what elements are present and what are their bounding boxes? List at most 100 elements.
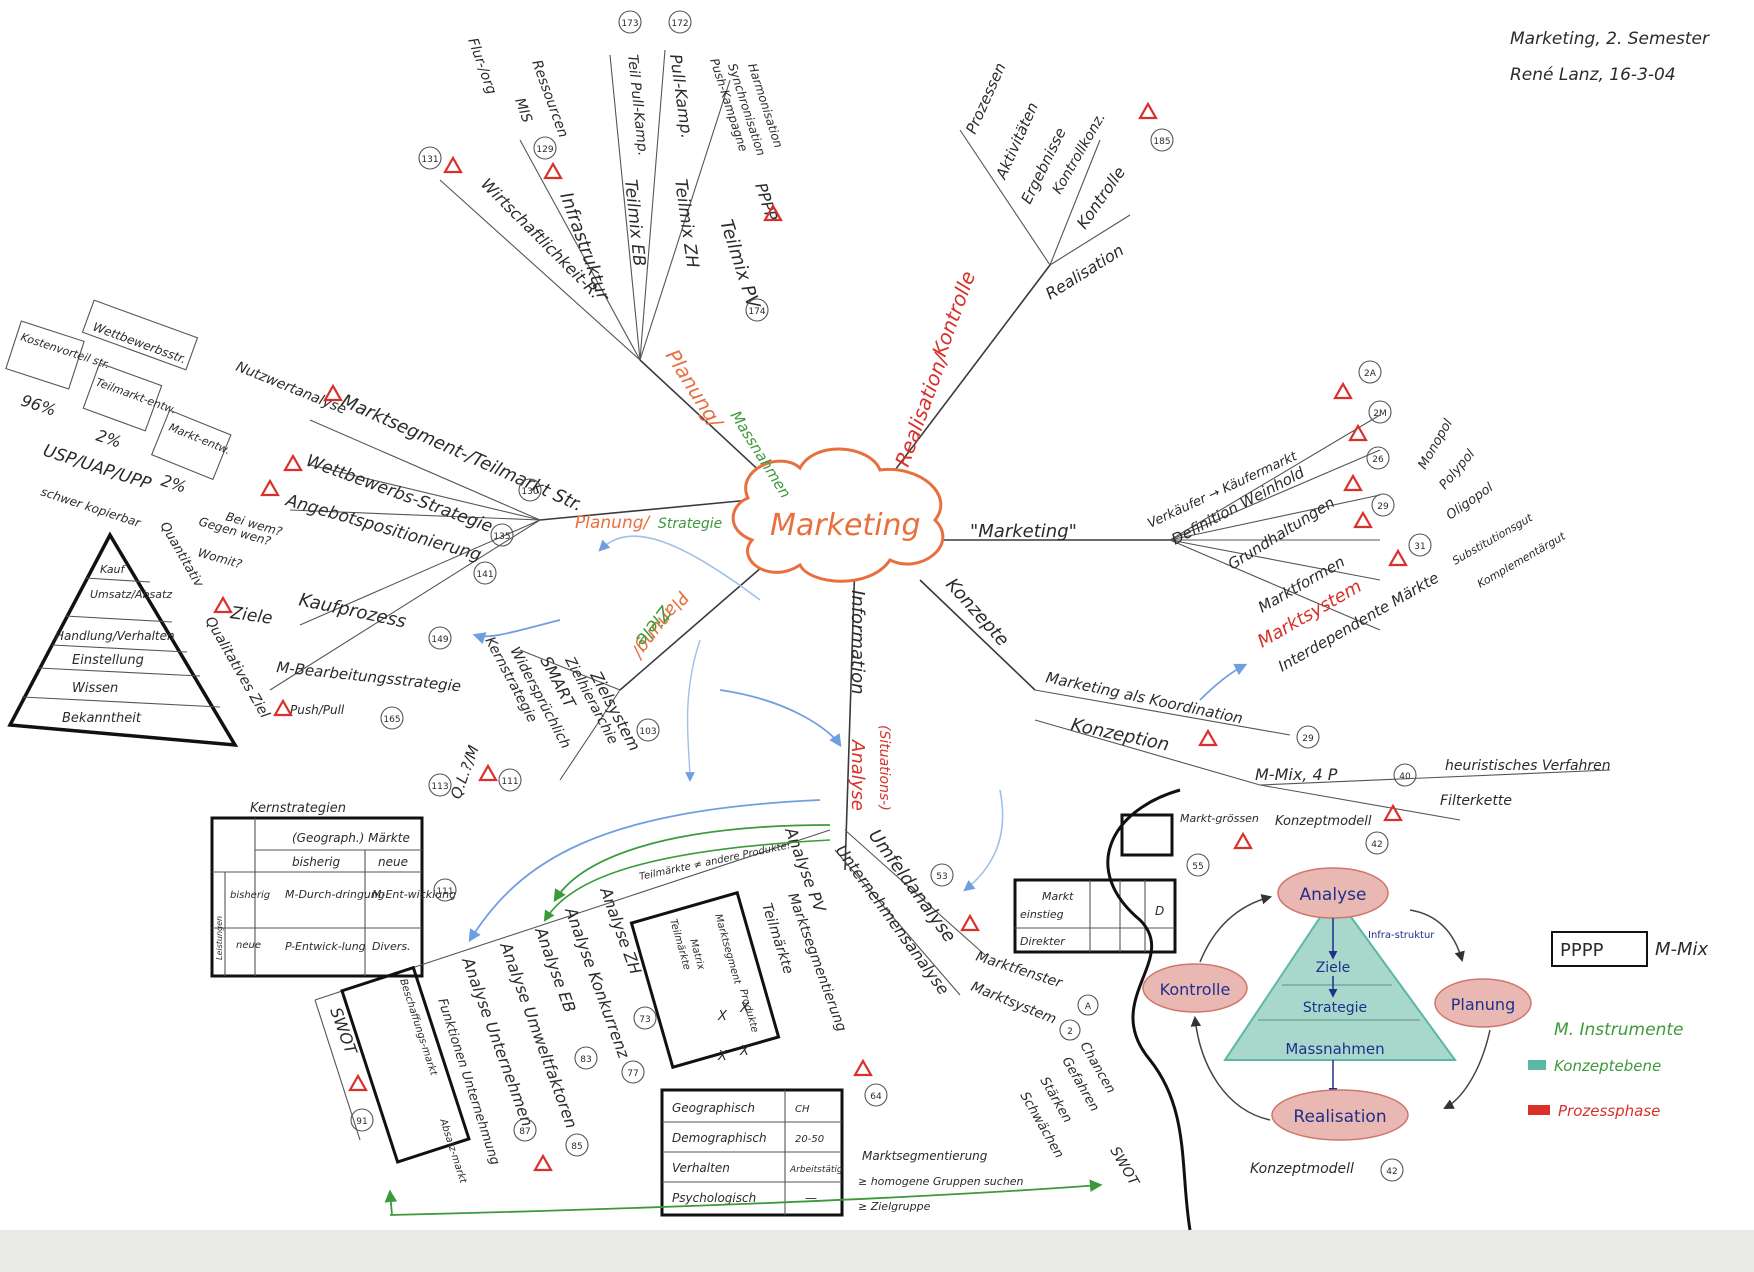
line-prozesse: [959, 129, 1051, 266]
legend-prozessphase: Prozessphase: [1558, 1102, 1660, 1120]
header-course: Marketing, 2. Semester: [1510, 29, 1710, 49]
line-teilmix-eb: [609, 54, 641, 361]
analyse-umweltfaktoren: Analyse Umweltfaktoren: [496, 939, 581, 1131]
legend-swatch-teal: [1528, 1060, 1546, 1070]
line-mbearbeitung: [269, 519, 541, 691]
funktionen-box: [340, 965, 471, 1164]
kernstrategien-row-label: Leistungen: [215, 916, 224, 960]
pct-2b: 2%: [159, 471, 189, 497]
ref-wi: 131: [421, 155, 438, 165]
realisation-node: [1271, 1089, 1409, 1141]
legend: PPPP M-Mix M. Instrumente Konzeptebene P…: [1528, 931, 1709, 1120]
ref-mm: 40: [1399, 772, 1411, 782]
kernstrategien-col-head: (Geograph.) Märkte: [292, 831, 410, 845]
marktgroessen-box: [1120, 813, 1174, 857]
mis: MIS: [511, 96, 535, 125]
direkter-label: Direkter: [1020, 935, 1066, 948]
pct-2a: 2%: [94, 426, 124, 452]
kernstrategien-box: [210, 816, 424, 978]
triangle-icon: [960, 913, 980, 932]
legend-konzeptebene: Konzeptebene: [1554, 1057, 1661, 1075]
qua-label: Q.L.?/M: [447, 743, 483, 802]
triangle-icon: [1233, 831, 1253, 850]
triangle-icon: [1138, 101, 1158, 120]
ref-eb: 83: [580, 1055, 591, 1065]
branch-line-kontrolle: [879, 264, 1051, 491]
ref-m: 29: [1377, 502, 1389, 512]
triangle-icon: [348, 1073, 368, 1092]
branch-label-konzepte: Konzepte: [941, 574, 1013, 650]
kernstrategien-c12: M-Ent-wicklung: [372, 888, 456, 901]
seg-r3-label: Verhalten: [672, 1161, 730, 1175]
ref-ms: 130: [521, 487, 538, 497]
marketing-group: "Marketing" Verkäufer → Käufermarkt Defi…: [970, 414, 1568, 675]
center-cloud: [731, 447, 945, 583]
ref-u: 53: [936, 872, 947, 882]
m-bearbeitungsstrategie: M-Bearbeitungsstrategie: [276, 658, 462, 695]
process-cycle: Analyse Ziele Strategie Massnahmen Infra…: [1142, 867, 1532, 1177]
ref-d: 2M: [1373, 409, 1387, 419]
kernstrategien-neue: neue: [378, 855, 408, 869]
scan-background: [0, 1230, 1754, 1272]
ref-ap: 141: [476, 570, 493, 580]
markt-einstieg-box: [1013, 878, 1177, 954]
pyramid-bekanntheit: Bekanntheit: [62, 711, 142, 726]
triangle-icon: [283, 453, 303, 472]
line-kernstrategie: [519, 649, 621, 691]
kernstrategien-r1: bisherig: [230, 890, 270, 901]
konzeptmodell-branch: Konzeptmodell: [1275, 814, 1372, 829]
line-realisation: [1049, 214, 1131, 266]
ref-qua: 111: [436, 887, 453, 897]
branch-label-realisation: Realisation/: [890, 349, 953, 470]
filterkette: Filterkette: [1440, 793, 1512, 809]
line-kaufprozess: [299, 519, 541, 626]
pct-96: 96%: [19, 391, 59, 420]
cycle-massnahmen: Massnahmen: [1285, 1040, 1384, 1058]
ref-mg: 55: [1192, 862, 1203, 872]
branch-label-marketing: "Marketing": [970, 521, 1077, 542]
angebotspositionierung: Angebotspositionierung: [283, 490, 484, 565]
push-pull: Push/Pull: [290, 703, 345, 717]
ref-au: 85: [571, 1142, 582, 1152]
line-wettbewerb: [309, 464, 541, 521]
teilmarkt-entw: Teilmarkt-entw.: [94, 376, 178, 417]
matrix-x3: X: [717, 1049, 728, 1064]
flur-org: Flur-/org: [464, 36, 499, 97]
ref-zs: 103: [639, 727, 656, 737]
realisation-label: Realisation: [1042, 240, 1127, 303]
legend-mmix: M-Mix: [1655, 939, 1709, 960]
line-angebot: [289, 509, 541, 521]
branch-label-situations: (Situations-): [876, 725, 892, 811]
ref-pp: 165: [383, 715, 400, 725]
line-wirtschaftlichkeit: [439, 179, 641, 361]
ref-ak: 77: [627, 1069, 638, 1079]
pull-kamp: Pull-Kamp.: [666, 53, 697, 140]
legend-swatch-red: [1528, 1105, 1550, 1115]
teilmix-pv: Teilmix PV: [715, 217, 764, 313]
konzepte-group: Konzepte Marketing als Koordination Konz…: [941, 574, 1610, 829]
d-label: D: [1155, 904, 1164, 918]
pyramid-kauf: Kauf: [100, 563, 127, 576]
triangle-icon: [543, 161, 563, 180]
seg-note2: ≥ homogene Gruppen suchen: [858, 1175, 1024, 1188]
swot-right: SWOT: [1107, 1144, 1143, 1190]
schwer-kopierbar: schwer kopierbar: [39, 485, 143, 531]
kontrolle-label: Kontrolle: [1073, 163, 1130, 232]
legend-pppp: PPPP: [1560, 940, 1604, 961]
cycle-kontrolle: Kontrolle: [1160, 980, 1231, 999]
kernstrategien-r2: neue: [236, 940, 261, 951]
line-infrastruktur: [519, 139, 641, 361]
pyramid-wissen: Wissen: [72, 681, 118, 696]
ref-wb: 135: [493, 532, 510, 542]
kernstrategien-c21: P-Entwick-lung: [285, 940, 366, 953]
seg-note3: ≥ Zielgruppe: [858, 1200, 931, 1213]
pyramid-einstellung: Einstellung: [72, 653, 144, 668]
massnahmen-group: Planung/ Massnahmen Teilmix PV PPPP Harm…: [439, 36, 795, 501]
page-refs: 131 129 173 172 174 185 130 135 141 149 …: [350, 10, 1432, 1182]
triangle-icon: [478, 763, 498, 782]
triangle-icon: [213, 595, 233, 614]
marktentw: Markt-entw.: [167, 421, 232, 457]
strategie-group: Planung/ Strategie Marktsegment-/Teilmar…: [196, 359, 722, 717]
kernstrategien-bisherig: bisherig: [292, 855, 340, 869]
triangle-icon: [1348, 423, 1368, 442]
